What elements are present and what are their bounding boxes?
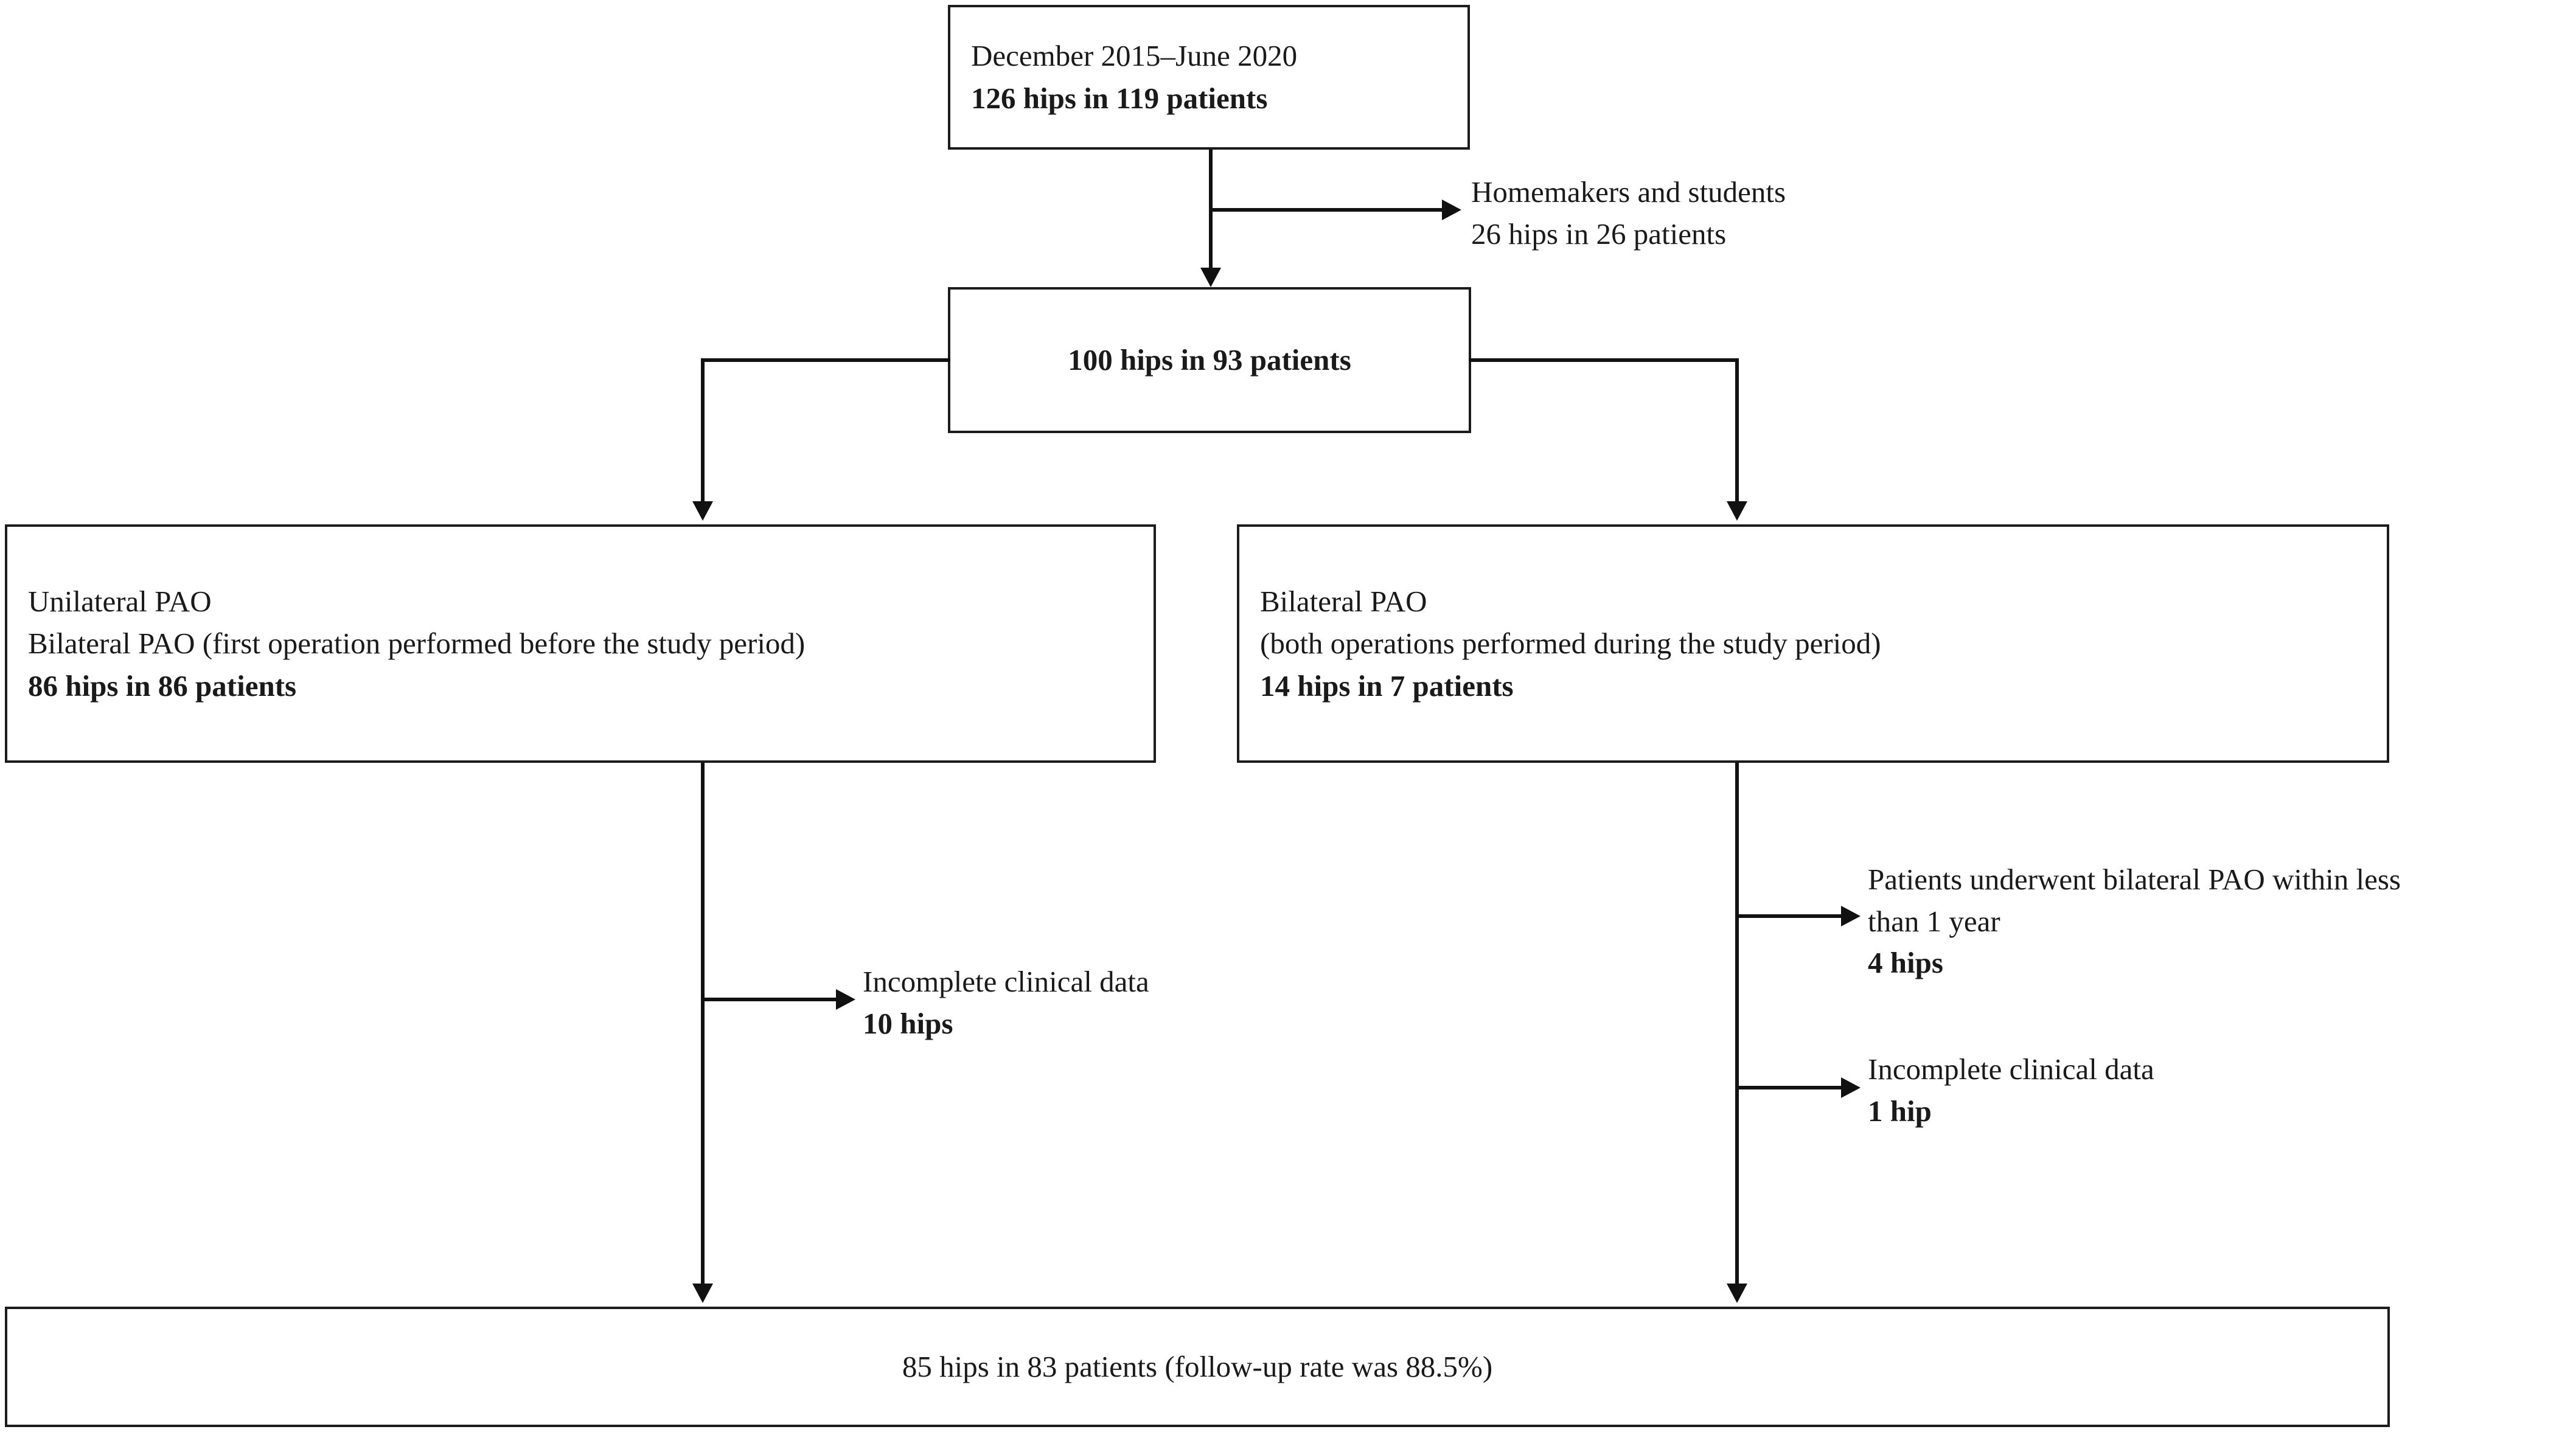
exclusion-within-year-reason-line1: Patients underwent bilateral PAO within …: [1868, 863, 2401, 896]
bilateral-type-label: Bilateral PAO: [1260, 584, 1427, 618]
final-cohort-box: 85 hips in 83 patients (follow-up rate w…: [5, 1307, 2390, 1427]
unilateral-type-label: Unilateral PAO: [28, 584, 212, 618]
bilateral-pao-box: Bilateral PAO (both operations performed…: [1237, 524, 2389, 763]
exclusion-incomplete-bilateral-count: 1 hip: [1868, 1094, 1932, 1128]
enrollment-count-label: 126 hips in 119 patients: [971, 82, 1268, 115]
exclusion-homemakers-count: 26 hips in 26 patients: [1471, 217, 1727, 251]
unilateral-count-label: 86 hips in 86 patients: [28, 669, 297, 703]
connector-occupation-exclusion: [1209, 208, 1446, 212]
arrowhead-bilateral-to-final: [1727, 1284, 1747, 1303]
connector-incomplete-data-unilateral: [701, 998, 840, 1001]
exclusion-within-year-count: 4 hips: [1868, 946, 1943, 980]
arrowhead-unilateral-to-final: [692, 1284, 713, 1303]
connector-eligible-to-unilateral-vertical: [701, 358, 705, 504]
unilateral-detail-label: Bilateral PAO (first operation performed…: [28, 627, 806, 661]
connector-bilateral-within-one-year: [1735, 914, 1845, 918]
arrowhead-eligible-to-bilateral: [1727, 501, 1747, 521]
exclusion-bilateral-within-one-year: Patients underwent bilateral PAO within …: [1868, 859, 2401, 984]
connector-incomplete-data-bilateral: [1735, 1086, 1845, 1089]
bilateral-detail-label: (both operations performed during the st…: [1260, 627, 1881, 661]
final-cohort-followup-rate: (follow-up rate was 88.5%): [1157, 1350, 1493, 1384]
connector-eligible-to-unilateral-horizontal: [701, 358, 950, 362]
exclusion-incomplete-data-bilateral: Incomplete clinical data 1 hip: [1868, 1049, 2154, 1132]
final-cohort-count: 85 hips in 83 patients: [902, 1350, 1158, 1384]
arrowhead-incomplete-data-unilateral: [836, 989, 855, 1010]
eligible-box: 100 hips in 93 patients: [948, 287, 1471, 433]
connector-eligible-to-bilateral-horizontal: [1469, 358, 1739, 362]
exclusion-incomplete-unilateral-count: 10 hips: [863, 1006, 953, 1040]
arrowhead-enrollment-to-eligible: [1200, 268, 1221, 287]
exclusion-homemakers-reason: Homemakers and students: [1471, 175, 1786, 209]
enrollment-period-label: December 2015–June 2020: [971, 39, 1298, 73]
bilateral-count-label: 14 hips in 7 patients: [1260, 669, 1514, 703]
enrollment-box: December 2015–June 2020 126 hips in 119 …: [948, 5, 1470, 150]
connector-bilateral-to-final: [1735, 763, 1739, 1287]
exclusion-incomplete-data-unilateral: Incomplete clinical data 10 hips: [863, 961, 1149, 1044]
exclusion-incomplete-bilateral-reason: Incomplete clinical data: [1868, 1052, 2154, 1086]
unilateral-pao-box: Unilateral PAO Bilateral PAO (first oper…: [5, 524, 1156, 763]
arrowhead-eligible-to-unilateral: [692, 501, 713, 521]
exclusion-incomplete-unilateral-reason: Incomplete clinical data: [863, 965, 1149, 998]
arrowhead-bilateral-within-one-year: [1841, 906, 1861, 926]
arrowhead-occupation-exclusion: [1442, 200, 1461, 220]
eligible-count-label: 100 hips in 93 patients: [1068, 343, 1351, 377]
exclusion-within-year-reason-line2: than 1 year: [1868, 904, 2000, 938]
connector-eligible-to-bilateral-vertical: [1735, 358, 1739, 504]
arrowhead-incomplete-data-bilateral: [1841, 1077, 1861, 1098]
final-cohort-label: 85 hips in 83 patients (follow-up rate w…: [902, 1346, 1492, 1388]
connector-unilateral-to-final: [701, 763, 705, 1287]
exclusion-homemakers-students: Homemakers and students 26 hips in 26 pa…: [1471, 172, 1786, 255]
